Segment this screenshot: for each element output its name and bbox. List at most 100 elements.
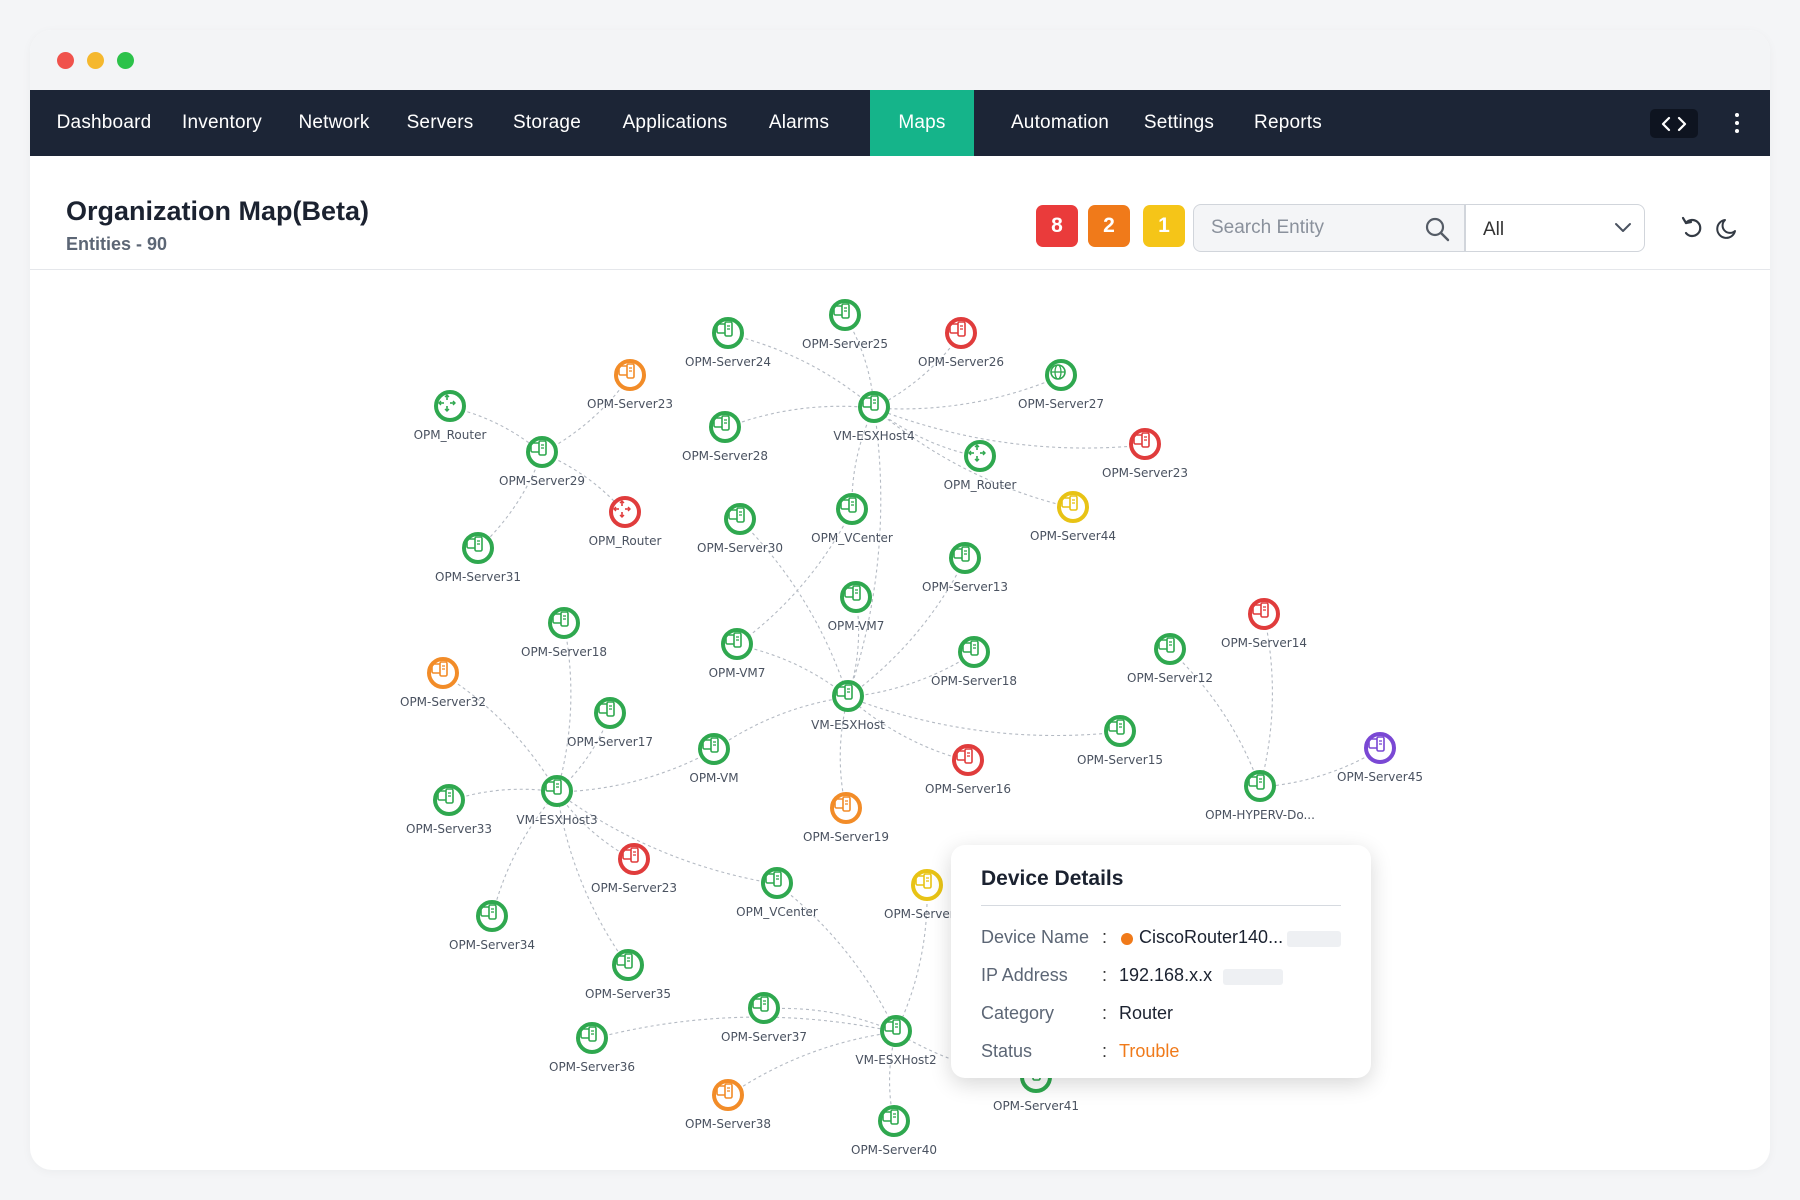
server-icon[interactable] [548, 607, 580, 639]
more-options-icon[interactable] [1727, 110, 1747, 136]
search-icon[interactable] [1424, 216, 1450, 242]
server-icon[interactable] [858, 391, 890, 423]
map-node[interactable]: OPM-Server27 [1006, 358, 1116, 418]
server-icon[interactable] [433, 784, 465, 816]
close-window-button[interactable] [57, 52, 74, 69]
map-node[interactable]: OPM-Server26 [906, 316, 1016, 376]
map-node[interactable]: VM-ESXHost2 [841, 1014, 951, 1074]
server-icon[interactable] [594, 697, 626, 729]
server-icon[interactable] [614, 359, 646, 391]
map-node[interactable]: OPM-Server35 [573, 948, 683, 1008]
map-node[interactable]: OPM_VCenter [722, 866, 832, 926]
nav-dashboard[interactable]: Dashboard [56, 112, 152, 133]
server-icon[interactable] [712, 317, 744, 349]
map-node[interactable]: OPM_Router [925, 439, 1035, 499]
nav-network[interactable]: Network [298, 112, 370, 133]
map-node[interactable]: OPM-Server14 [1209, 597, 1319, 657]
map-node[interactable]: OPM-Server23 [579, 842, 689, 902]
server-icon[interactable] [1154, 633, 1186, 665]
map-node[interactable]: VM-ESXHost [793, 679, 903, 739]
maximize-window-button[interactable] [117, 52, 134, 69]
map-node[interactable]: OPM-Server38 [673, 1078, 783, 1138]
search-entity-input[interactable] [1194, 205, 1414, 251]
server-icon[interactable] [880, 1015, 912, 1047]
server-icon[interactable] [830, 792, 862, 824]
map-node[interactable]: OPM-VM7 [682, 627, 792, 687]
map-node[interactable]: OPM_VCenter [797, 492, 907, 552]
server-icon[interactable] [1129, 428, 1161, 460]
map-node[interactable]: OPM-Server36 [537, 1021, 647, 1081]
trouble-alarm-badge[interactable]: 2 [1088, 205, 1130, 247]
map-node[interactable]: OPM-Server32 [388, 656, 498, 716]
server-icon[interactable] [721, 628, 753, 660]
map-node[interactable]: OPM_Router [395, 389, 505, 449]
server-icon[interactable] [476, 900, 508, 932]
map-node[interactable]: OPM-Server29 [487, 435, 597, 495]
server-icon[interactable] [958, 636, 990, 668]
map-node[interactable]: OPM-Server33 [394, 783, 504, 843]
map-node[interactable]: OPM-Server30 [685, 502, 795, 562]
map-node[interactable]: OPM-Server34 [437, 899, 547, 959]
map-node[interactable]: OPM-Server18 [509, 606, 619, 666]
map-node[interactable]: OPM-Server44 [1018, 490, 1128, 550]
map-node[interactable]: OPM-Server45 [1325, 731, 1435, 791]
map-node[interactable]: OPM_Router [570, 495, 680, 555]
server-icon[interactable] [427, 657, 459, 689]
server-icon[interactable] [724, 503, 756, 535]
map-node[interactable]: OPM-Server23 [1090, 427, 1200, 487]
router-icon[interactable] [609, 496, 641, 528]
map-node[interactable]: OPM-Server17 [555, 696, 665, 756]
server-icon[interactable] [576, 1022, 608, 1054]
map-node[interactable]: VM-ESXHost4 [819, 390, 929, 450]
server-icon[interactable] [1104, 715, 1136, 747]
server-icon[interactable] [945, 317, 977, 349]
server-icon[interactable] [698, 733, 730, 765]
globe-icon[interactable] [1045, 359, 1077, 391]
server-icon[interactable] [612, 949, 644, 981]
map-node[interactable]: OPM-VM7 [801, 580, 911, 640]
server-icon[interactable] [829, 299, 861, 331]
server-icon[interactable] [1057, 491, 1089, 523]
map-node[interactable]: OPM-HYPERV-Do... [1205, 769, 1315, 829]
server-icon[interactable] [618, 843, 650, 875]
server-icon[interactable] [526, 436, 558, 468]
server-icon[interactable] [748, 992, 780, 1024]
server-icon[interactable] [911, 869, 943, 901]
map-node[interactable]: OPM-Server23 [575, 358, 685, 418]
router-icon[interactable] [434, 390, 466, 422]
server-icon[interactable] [836, 493, 868, 525]
entity-filter-select[interactable]: All [1465, 204, 1645, 252]
nav-inventory[interactable]: Inventory [182, 112, 262, 133]
map-node[interactable]: VM-ESXHost3 [502, 774, 612, 834]
nav-settings[interactable]: Settings [1143, 112, 1215, 133]
map-node[interactable]: OPM-Server12 [1115, 632, 1225, 692]
nav-storage[interactable]: Storage [513, 112, 581, 133]
nav-alarms[interactable]: Alarms [768, 112, 830, 133]
map-node[interactable]: OPM-VM [659, 732, 769, 792]
nav-automation[interactable]: Automation [1010, 112, 1110, 133]
server-icon[interactable] [1248, 598, 1280, 630]
map-node[interactable]: OPM-Server13 [910, 541, 1020, 601]
map-node[interactable]: OPM-Server16 [913, 743, 1023, 803]
server-icon[interactable] [832, 680, 864, 712]
critical-alarm-badge[interactable]: 8 [1036, 205, 1078, 247]
map-node[interactable]: OPM-Server23 [872, 868, 982, 928]
map-node[interactable]: OPM-Server18 [919, 635, 1029, 695]
server-icon[interactable] [541, 775, 573, 807]
minimize-window-button[interactable] [87, 52, 104, 69]
server-icon[interactable] [712, 1079, 744, 1111]
server-icon[interactable] [949, 542, 981, 574]
map-node[interactable]: OPM-Server28 [670, 410, 780, 470]
nav-reports[interactable]: Reports [1254, 112, 1322, 133]
server-icon[interactable] [1364, 732, 1396, 764]
attention-alarm-badge[interactable]: 1 [1143, 205, 1185, 247]
nav-servers[interactable]: Servers [406, 112, 474, 133]
refresh-icon[interactable] [1680, 214, 1704, 240]
map-node[interactable]: OPM-Server19 [791, 791, 901, 851]
map-node[interactable]: OPM-Server25 [790, 298, 900, 358]
map-node[interactable]: OPM-Server40 [839, 1104, 949, 1164]
map-node[interactable]: OPM-Server31 [423, 531, 533, 591]
router-icon[interactable] [964, 440, 996, 472]
map-node[interactable]: OPM-Server24 [673, 316, 783, 376]
